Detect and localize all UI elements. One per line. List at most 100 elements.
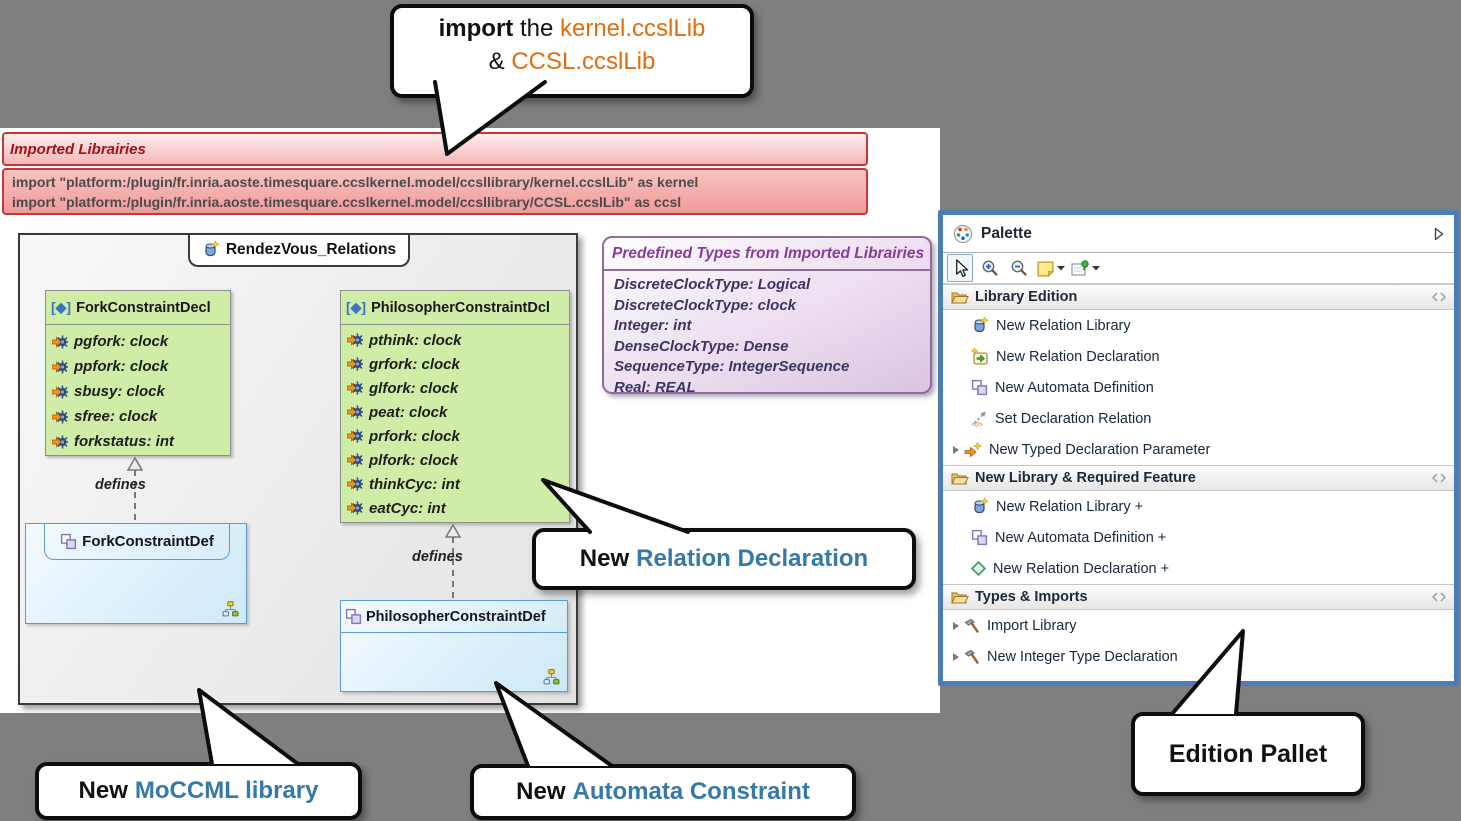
predefined-types-note[interactable]: Predefined Types from Imported Librairie… (602, 236, 932, 396)
palette-item-label: New Typed Declaration Parameter (989, 441, 1211, 458)
expander-icon[interactable] (952, 652, 960, 662)
palette-item-new-automata-definition[interactable]: New Automata Definition (943, 372, 1454, 403)
palette-item-new-relation-declaration[interactable]: New Relation Declaration (943, 341, 1454, 372)
palette-item-new-typed-declaration-parameter[interactable]: New Typed Declaration Parameter (943, 434, 1454, 465)
attribute-row[interactable]: grfork: clock (341, 352, 569, 376)
cursor-icon (952, 259, 969, 278)
attribute-icon (52, 409, 68, 425)
import-statement: import "platform:/plugin/fr.inria.aoste.… (12, 194, 682, 210)
class-node-fork-constraint-decl[interactable]: [◆] ForkConstraintDecl pgfork: clock ppf… (45, 290, 231, 456)
attribute-row[interactable]: forkstatus: int (46, 429, 230, 454)
callout-text-accent: Relation Declaration (636, 545, 869, 572)
defines-label: defines (412, 549, 463, 565)
class-name: PhilosopherConstraintDcl (371, 299, 550, 316)
attribute-label: grfork: clock (369, 355, 460, 373)
palette-item-new-relation-library-plus[interactable]: New Relation Library + (943, 491, 1454, 522)
attribute-row[interactable]: peat: clock (341, 400, 569, 424)
palette-item-new-relation-library[interactable]: New Relation Library (943, 310, 1454, 341)
attribute-label: glfork: clock (369, 379, 459, 397)
palette-section-library-edition[interactable]: Library Edition (943, 284, 1454, 310)
dropdown-arrow-icon[interactable] (1057, 265, 1065, 271)
zoom-in-icon (981, 259, 999, 277)
attribute-icon (52, 384, 68, 400)
imported-libraries-body[interactable]: import "platform:/plugin/fr.inria.aoste.… (2, 168, 868, 215)
dropdown-arrow-icon[interactable] (1092, 265, 1100, 271)
definition-header-tab: ForkConstraintDef (44, 523, 230, 560)
predefined-types-list: DiscreteClockType: Logical DiscreteClock… (604, 271, 930, 402)
zoom-in-button[interactable] (978, 255, 1002, 281)
pin-note-tool-button[interactable] (1070, 259, 1100, 277)
expander-icon[interactable] (952, 621, 960, 631)
callout-text-accent: Automata Constraint (572, 778, 810, 805)
definition-header: PhilosopherConstraintDef (341, 601, 567, 633)
attribute-row[interactable]: pthink: clock (341, 328, 569, 352)
attribute-row[interactable]: eatCyc: int (341, 496, 569, 520)
callout-tail (1170, 629, 1245, 716)
definition-node-fork-constraint-def[interactable]: ForkConstraintDef (25, 523, 247, 624)
attribute-label: plfork: clock (369, 451, 459, 469)
zoom-out-button[interactable] (1007, 255, 1031, 281)
hammer-icon (964, 649, 980, 665)
palette-item-new-relation-declaration-plus[interactable]: New Relation Declaration + (943, 553, 1454, 584)
class-header: [◆] PhilosopherConstraintDcl (341, 291, 569, 325)
palette-section-new-library-required-feature[interactable]: New Library & Required Feature (943, 465, 1454, 491)
class-node-philosopher-constraint-dcl[interactable]: [◆] PhilosopherConstraintDcl pthink: clo… (340, 290, 570, 523)
imported-libraries-title: Imported Librairies (10, 140, 146, 158)
select-tool-button[interactable] (947, 254, 973, 282)
automata-definition-icon (60, 533, 77, 550)
palette-title: Palette (981, 224, 1032, 242)
attribute-row[interactable]: sbusy: clock (46, 379, 230, 404)
palette-panel: Palette Library Edition N (938, 210, 1459, 686)
typed-declaration-parameter-icon (964, 442, 982, 458)
sticky-note-icon (1036, 260, 1055, 277)
package-tab[interactable]: RendezVous_Relations (188, 233, 410, 267)
predefined-type: DiscreteClockType: Logical (614, 276, 811, 293)
palette-header[interactable]: Palette (943, 215, 1454, 253)
attribute-label: pgfork: clock (74, 333, 169, 350)
attribute-label: forkstatus: int (74, 433, 175, 450)
attribute-icon (52, 434, 68, 450)
defines-edge[interactable] (124, 456, 146, 523)
defines-edge[interactable] (442, 523, 464, 600)
imported-libraries-header[interactable]: Imported Librairies (2, 132, 868, 166)
automata-definition-icon (971, 379, 988, 396)
palette-item-new-integer-type-declaration[interactable]: New Integer Type Declaration (943, 641, 1454, 672)
definition-node-philosopher-constraint-def[interactable]: PhilosopherConstraintDef (340, 600, 568, 692)
palette-item-set-declaration-relation[interactable]: Set Declaration Relation (943, 403, 1454, 434)
attribute-label: sfree: clock (74, 408, 158, 425)
collapse-panel-arrow-icon[interactable] (1434, 227, 1444, 241)
attribute-row[interactable]: thinkCyc: int (341, 472, 569, 496)
attribute-label: ppfork: clock (74, 358, 169, 375)
palette-item-label: Import Library (987, 617, 1077, 634)
attribute-row[interactable]: ppfork: clock (46, 354, 230, 379)
attribute-row[interactable]: prfork: clock (341, 424, 569, 448)
attribute-icon (52, 359, 68, 375)
attribute-row[interactable]: pgfork: clock (46, 329, 230, 354)
palette-item-new-automata-definition-plus[interactable]: New Automata Definition + (943, 522, 1454, 553)
predefined-type: DiscreteClockType: clock (614, 296, 797, 314)
attribute-row[interactable]: sfree: clock (46, 404, 230, 429)
attribute-row[interactable]: glfork: clock (341, 376, 569, 400)
hammer-icon (964, 618, 980, 634)
attribute-icon (347, 332, 363, 348)
note-tool-button[interactable] (1036, 260, 1065, 277)
expander-icon[interactable] (952, 445, 960, 455)
palette-item-import-library[interactable]: Import Library (943, 610, 1454, 641)
palette-section-types-imports[interactable]: Types & Imports (943, 584, 1454, 610)
attribute-row[interactable]: plfork: clock (341, 448, 569, 472)
relation-library-icon (971, 498, 989, 516)
palette-item-label: New Integer Type Declaration (987, 648, 1178, 665)
attribute-icon (347, 404, 363, 420)
pin-section-icon[interactable] (1432, 292, 1446, 302)
class-name: ForkConstraintDecl (76, 299, 211, 316)
predefined-type: Integer: int (614, 317, 692, 334)
automata-definition-icon (971, 529, 988, 546)
attribute-label: pthink: clock (369, 331, 462, 349)
pin-section-icon[interactable] (1432, 592, 1446, 602)
attribute-icon (52, 334, 68, 350)
pin-section-icon[interactable] (1432, 473, 1446, 483)
predefined-types-title: Predefined Types from Imported Librairie… (612, 244, 925, 262)
attribute-label: prfork: clock (369, 427, 460, 445)
callout-text: New (516, 778, 566, 805)
